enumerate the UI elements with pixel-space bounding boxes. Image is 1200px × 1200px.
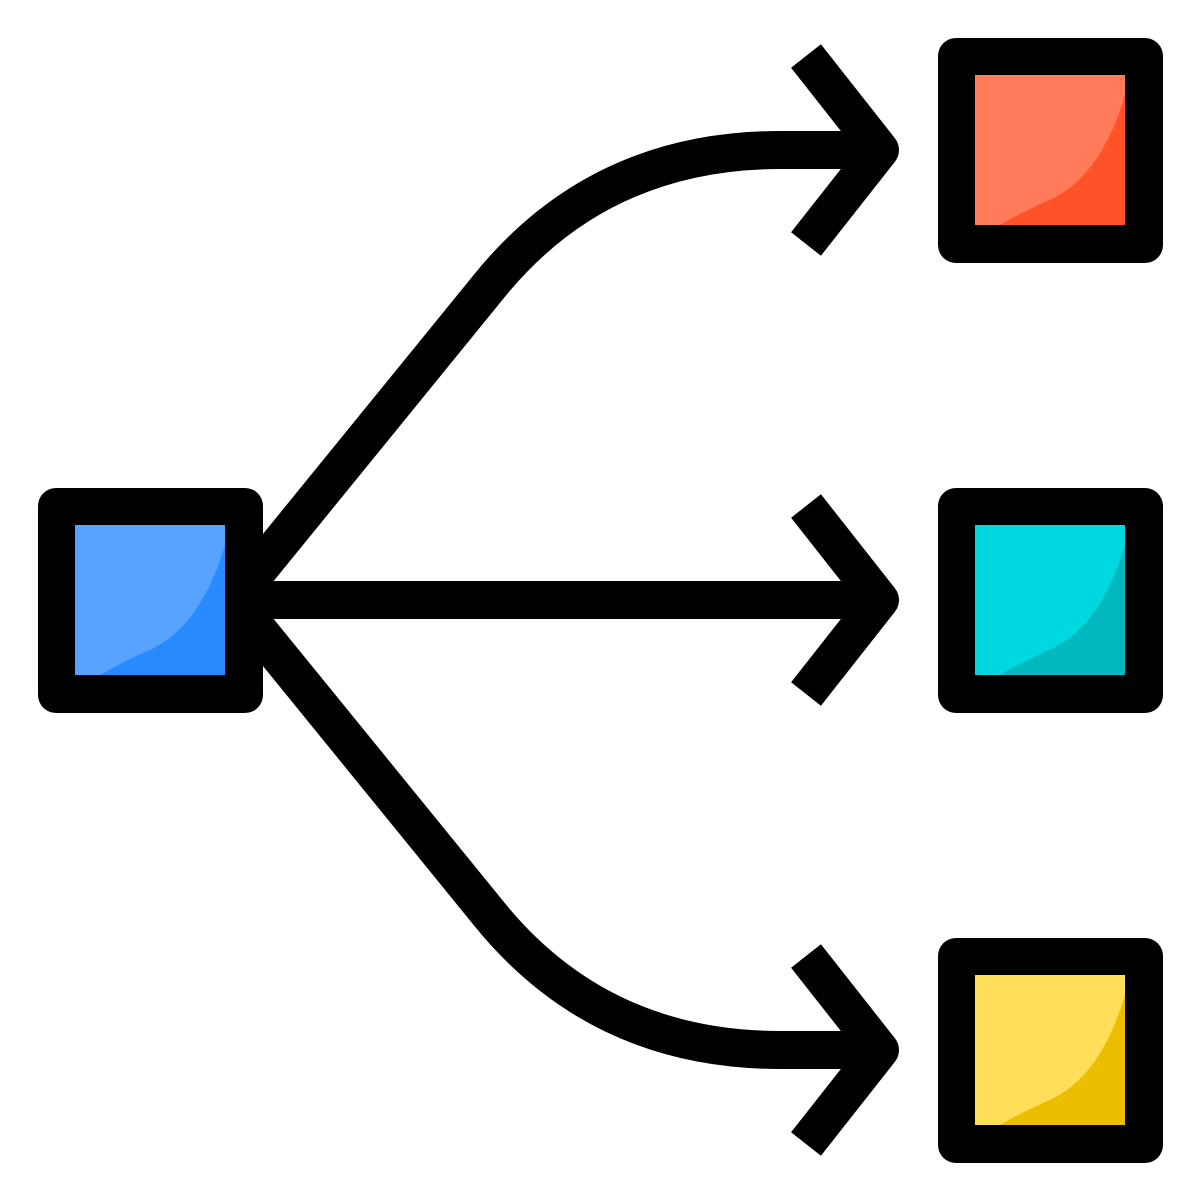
arrowheads xyxy=(791,44,899,1156)
arrowhead-top-icon xyxy=(791,44,899,256)
connectors xyxy=(235,131,880,1069)
target-square-shade-middle xyxy=(1000,545,1125,675)
target-square-shade-top xyxy=(1000,95,1125,225)
target-node-middle xyxy=(938,488,1163,713)
target-square-shade-bottom xyxy=(1000,995,1125,1125)
arrowhead-middle-icon xyxy=(791,494,899,706)
curved-arrow-down-icon xyxy=(235,608,880,1069)
target-node-bottom xyxy=(938,938,1163,1163)
source-square-shade xyxy=(100,545,225,675)
target-node-top xyxy=(938,38,1163,263)
source-node xyxy=(38,488,263,713)
curved-arrow-up-icon xyxy=(235,131,880,592)
arrowhead-bottom-icon xyxy=(791,944,899,1156)
